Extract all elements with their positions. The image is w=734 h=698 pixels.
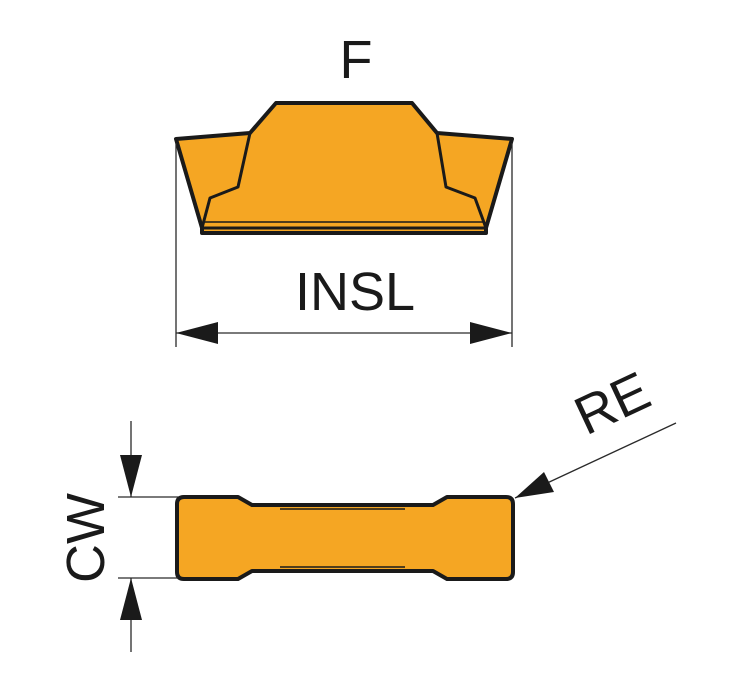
cw-arrow-top <box>120 455 142 497</box>
cw-label: CW <box>56 493 116 583</box>
front-view-label: F <box>340 30 373 90</box>
front-view-insert-body <box>174 101 514 235</box>
front-view-right-facet <box>435 131 488 230</box>
insl-label: INSL <box>295 262 415 322</box>
insl-arrow-left <box>176 322 218 344</box>
side-view-insert-body <box>175 495 515 581</box>
insl-arrow-right <box>470 322 512 344</box>
cw-arrow-bottom <box>120 578 142 620</box>
cw-dimension <box>118 421 178 652</box>
front-view-left-facet <box>200 131 252 230</box>
re-label: RE <box>566 361 659 447</box>
re-arrow <box>515 472 554 498</box>
insl-dimension <box>175 143 513 347</box>
side-view <box>175 495 515 581</box>
front-view <box>174 101 514 235</box>
re-leader <box>514 422 677 499</box>
